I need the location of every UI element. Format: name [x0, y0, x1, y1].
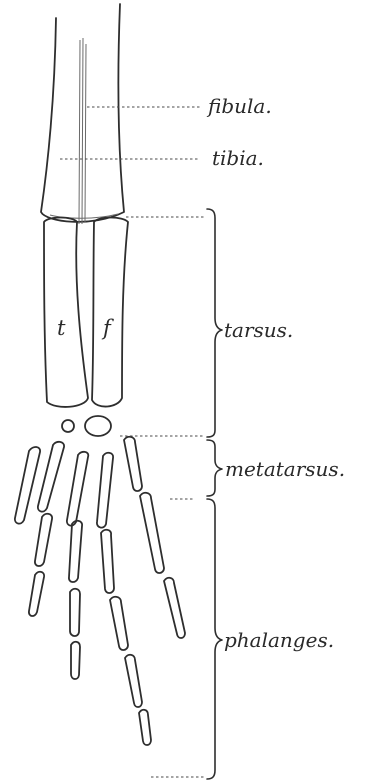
phalanx-bones	[29, 493, 185, 745]
tarsus-brace	[207, 209, 222, 437]
small-tarsal-1	[62, 420, 74, 432]
fibulare-bone	[92, 218, 128, 407]
metatarsus-label: metatarsus.	[225, 457, 345, 481]
bracket-braces	[207, 209, 222, 779]
tibia-label: tibia.	[212, 146, 264, 170]
tibiale-letter: t	[57, 316, 66, 340]
tarsus-label: tarsus.	[224, 318, 293, 342]
phalanges-label: phalanges.	[224, 628, 334, 652]
tibiale-bone	[44, 218, 88, 407]
lower-leg-bone	[41, 4, 124, 224]
metatarsal-bones	[15, 437, 142, 528]
small-tarsal-2	[85, 416, 111, 436]
metatarsus-brace	[207, 440, 222, 496]
fibula-label: fibula.	[206, 94, 272, 118]
fibulare-letter: f	[101, 316, 114, 340]
phalanges-brace	[207, 499, 222, 779]
